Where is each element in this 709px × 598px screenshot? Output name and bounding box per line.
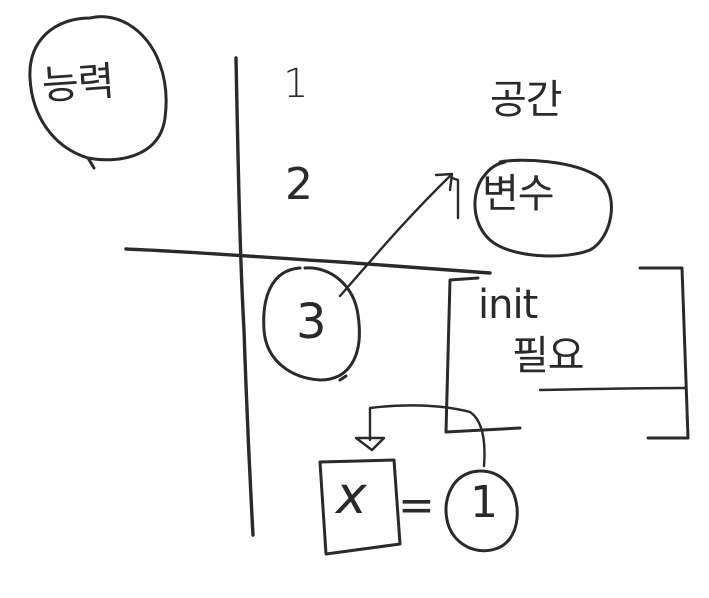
ability-circle bbox=[28, 15, 168, 170]
space-label: 공간 bbox=[490, 77, 563, 123]
step-2-label: 2 bbox=[285, 159, 313, 210]
variable-oval bbox=[473, 158, 613, 258]
need-label: 필요 bbox=[512, 333, 585, 379]
step-1-label: 1 bbox=[283, 61, 308, 107]
one-circle bbox=[444, 469, 519, 553]
connector-arrowhead bbox=[354, 436, 386, 452]
ability-label: 능력 bbox=[40, 58, 116, 110]
init-box-right bbox=[638, 266, 690, 440]
x-variable-label: x bbox=[336, 466, 367, 526]
arrow-3-to-variable bbox=[338, 174, 452, 298]
init-box-underline bbox=[538, 386, 687, 392]
equals-sign: = bbox=[398, 480, 435, 531]
step-3-circle bbox=[262, 266, 361, 382]
x-box bbox=[318, 458, 402, 556]
vertical-divider bbox=[234, 56, 255, 537]
horizontal-divider bbox=[124, 247, 492, 275]
variable-label: 변수 bbox=[482, 171, 555, 217]
connector-to-x bbox=[368, 404, 486, 468]
value-one-label: 1 bbox=[470, 477, 498, 528]
arrow-3-to-variable-head bbox=[434, 172, 454, 192]
variable-bracket bbox=[450, 176, 460, 220]
init-label: init bbox=[478, 282, 538, 328]
step-3-label: 3 bbox=[296, 294, 327, 350]
